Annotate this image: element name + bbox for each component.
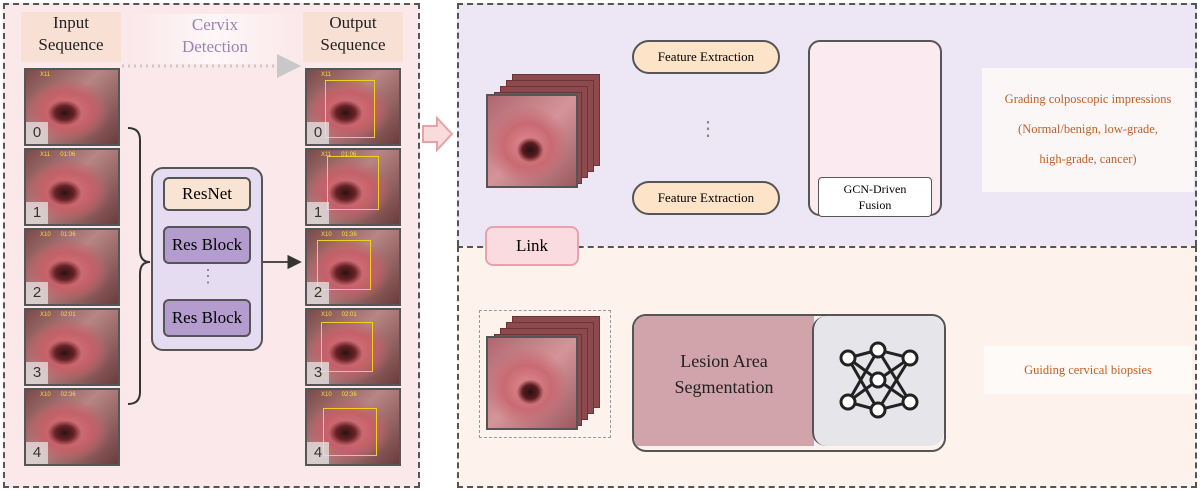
seg-colposcopy-image [486,336,578,430]
cervix-detection-header: Cervix Detection [130,14,300,64]
input-header-line1: Input [53,13,89,32]
res-block-ellipsis: ⋮ [199,266,217,286]
resnet-label: ResNet [163,177,251,211]
neural-network-icon [839,341,919,419]
cervix-header-line2: Detection [181,37,249,56]
biopsy-output-box: Guiding cervical biopsies [984,346,1192,394]
biopsy-output-text: Guiding cervical biopsies [1024,363,1152,377]
feature-ellipsis: ⋮ [698,118,718,140]
res-block-1: Res Block [163,226,251,264]
feature-extraction-1: Feature Extraction [632,40,780,74]
frame-number: 0 [307,122,329,144]
input-brace [127,127,151,405]
grading-output-box: Grading colposcopic impressions (Normal/… [982,68,1194,192]
lesion-segmentation-module: Lesion Area Segmentation [632,314,946,452]
frame-number: 2 [26,282,48,304]
grading-line1: Grading colposcopic impressions [1004,92,1172,106]
gcn-label-line2: Fusion [858,198,892,212]
seg-label-line1: Lesion Area [680,351,768,371]
res-block-2: Res Block [163,299,251,337]
frame-number: 2 [307,282,329,304]
gcn-fusion-label: GCN-Driven Fusion [818,177,932,217]
output-sequence-header: Output Sequence [303,12,403,62]
link-box: Link [485,226,579,266]
seg-stack-outline [479,310,611,438]
seg-label-line2: Segmentation [674,377,774,397]
segmentation-label-area: Lesion Area Segmentation [634,316,814,446]
input-header-line2: Sequence [38,35,104,54]
frame-number: 1 [26,202,48,224]
gcn-label-line1: GCN-Driven [843,182,907,196]
panel-transition-arrow [422,115,454,153]
colposcopy-image [486,94,578,188]
frame-number: 4 [26,442,48,464]
frame-number: 0 [26,122,48,144]
output-header-line1: Output [329,13,377,32]
frame-number: 3 [307,362,329,384]
frame-number: 4 [307,442,329,464]
neural-network-icon-area [812,316,944,446]
feature-extraction-2: Feature Extraction [632,181,780,215]
output-header-line2: Sequence [320,35,386,54]
frame-number: 1 [307,202,329,224]
grading-line3: high-grade, cancer) [1039,152,1137,166]
cervix-header-line1: Cervix [191,15,239,34]
grading-line2: (Normal/benign, low-grade, [1018,122,1158,136]
input-sequence-header: Input Sequence [21,12,121,62]
frame-number: 3 [26,362,48,384]
